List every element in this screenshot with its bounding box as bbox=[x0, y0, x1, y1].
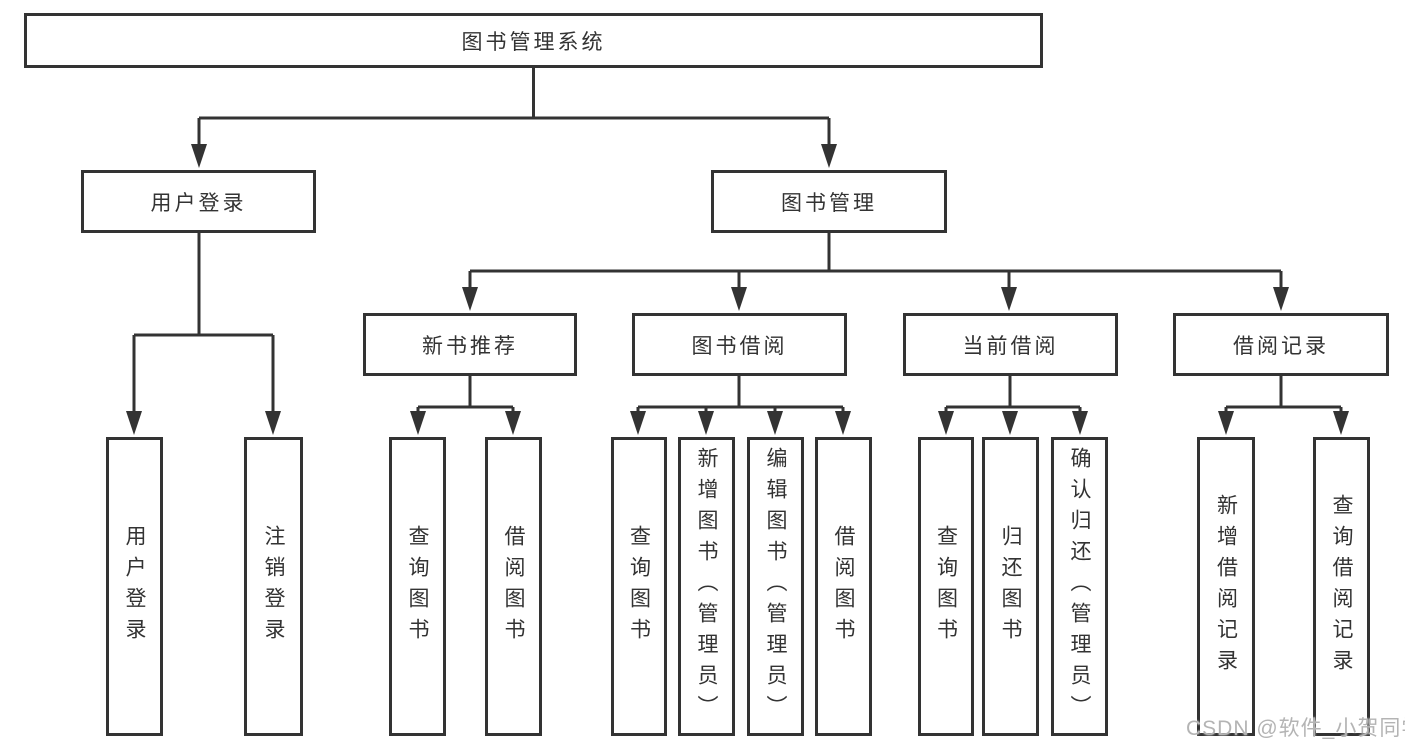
node-book-management: 图书管理 bbox=[711, 170, 947, 233]
connector-user-login-to-leaves bbox=[126, 233, 281, 435]
connector-root-to-level2 bbox=[191, 68, 837, 168]
leaf-br-query-record: 查询借阅记录 bbox=[1313, 437, 1370, 736]
leaf-br-add-record: 新增借阅记录 bbox=[1197, 437, 1255, 736]
connector-book-borrow-to-leaves bbox=[630, 376, 851, 435]
node-borrow-records: 借阅记录 bbox=[1173, 313, 1389, 376]
leaf-cb-query-book: 查询图书 bbox=[918, 437, 974, 736]
node-user-login: 用户登录 bbox=[81, 170, 316, 233]
leaf-nb-query-book: 查询图书 bbox=[389, 437, 446, 736]
leaf-bb-query-book: 查询图书 bbox=[611, 437, 667, 736]
connector-book-management-to-level3 bbox=[462, 233, 1289, 311]
leaf-bb-borrow-book: 借阅图书 bbox=[815, 437, 872, 736]
leaf-user-login: 用户登录 bbox=[106, 437, 163, 736]
connector-current-borrow-to-leaves bbox=[938, 376, 1088, 435]
connector-borrow-records-to-leaves bbox=[1218, 376, 1349, 435]
watermark: CSDN @软件_小贺同学 bbox=[1186, 717, 1405, 740]
leaf-nb-borrow-book: 借阅图书 bbox=[485, 437, 542, 736]
node-current-borrow: 当前借阅 bbox=[903, 313, 1118, 376]
node-book-borrow: 图书借阅 bbox=[632, 313, 847, 376]
node-root: 图书管理系统 bbox=[24, 13, 1043, 68]
leaf-bb-add-book-admin: 新增图书（管理员） bbox=[678, 437, 735, 736]
leaf-cb-return-book: 归还图书 bbox=[982, 437, 1039, 736]
leaf-logout: 注销登录 bbox=[244, 437, 303, 736]
connector-new-book-recommend-to-leaves bbox=[410, 376, 521, 435]
node-new-book-recommend: 新书推荐 bbox=[363, 313, 577, 376]
leaf-bb-edit-book-admin: 编辑图书（管理员） bbox=[747, 437, 804, 736]
leaf-cb-confirm-return-admin: 确认归还（管理员） bbox=[1051, 437, 1108, 736]
